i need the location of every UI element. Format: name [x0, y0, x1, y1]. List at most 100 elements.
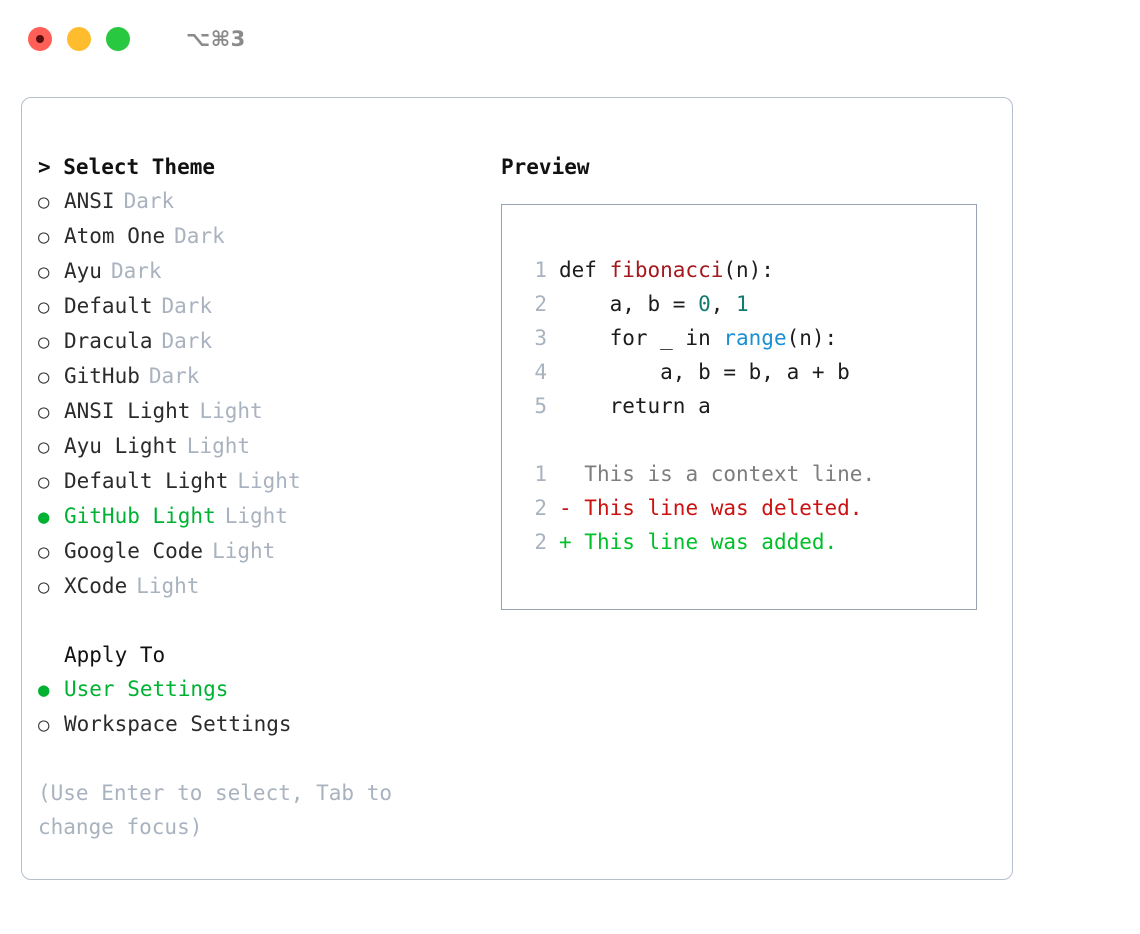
theme-variant-tag: Light	[212, 539, 276, 563]
code-token: range	[723, 326, 787, 350]
radio-unselected-icon: ○	[38, 401, 50, 423]
radio-unselected-icon: ○	[38, 576, 50, 598]
radio-unselected-icon: ○	[38, 226, 50, 248]
theme-variant-tag: Light	[237, 469, 301, 493]
theme-option-label: Google Code	[64, 539, 204, 563]
theme-variant-tag: Light	[199, 399, 263, 423]
theme-option-label: Default Light	[64, 469, 229, 493]
keyboard-shortcut-label: ⌥⌘3	[186, 27, 246, 51]
select-theme-heading: > Select Theme	[38, 155, 216, 179]
theme-option-label: Dracula	[64, 329, 153, 353]
diff-line-text: This line was deleted.	[584, 496, 863, 520]
theme-option-label: GitHub Light	[64, 504, 216, 528]
code-token: (n):	[786, 326, 838, 350]
theme-option-label: Default	[64, 294, 153, 318]
diff-line-context: 1 This is a context line.	[519, 457, 976, 491]
preview-heading: Preview	[501, 155, 590, 179]
apply-to-option-user-settings[interactable]: ● User Settings	[38, 672, 508, 707]
code-line-number: 2	[534, 292, 547, 316]
diff-line-number: 1	[534, 462, 547, 486]
code-line: 4 a, b = b, a + b	[519, 355, 976, 389]
theme-option-label: GitHub	[64, 364, 140, 388]
radio-unselected-icon: ○	[38, 436, 50, 458]
code-line: 3 for _ in range(n):	[519, 321, 976, 355]
theme-option-ayu[interactable]: ○ Ayu Dark	[38, 254, 508, 289]
minimize-button[interactable]	[67, 27, 91, 51]
code-token: a, b = b, a + b	[559, 360, 850, 384]
apply-to-option-label: Workspace Settings	[64, 712, 292, 736]
radio-unselected-icon: ○	[38, 471, 50, 493]
radio-unselected-icon: ○	[38, 714, 50, 736]
code-token: a, b =	[559, 292, 699, 316]
code-line-number: 1	[534, 258, 547, 282]
apply-to-option-list: ● User Settings ○ Workspace Settings	[38, 672, 508, 742]
code-diff-spacer	[519, 423, 976, 457]
theme-variant-tag: Dark	[161, 329, 213, 353]
radio-unselected-icon: ○	[38, 261, 50, 283]
theme-option-default-light[interactable]: ○ Default Light Light	[38, 464, 508, 499]
code-token: 0	[698, 292, 711, 316]
code-line-number: 4	[534, 360, 547, 384]
theme-option-label: Ayu	[64, 259, 102, 283]
theme-option-label: Atom One	[64, 224, 166, 248]
diff-line-deleted: 2- This line was deleted.	[519, 491, 976, 525]
code-line: 1 def fibonacci(n):	[519, 253, 976, 287]
radio-unselected-icon: ○	[38, 331, 50, 353]
diff-line-number: 2	[534, 530, 547, 554]
theme-option-label: Ayu Light	[64, 434, 178, 458]
apply-to-option-label: User Settings	[64, 677, 229, 701]
theme-option-label: ANSI Light	[64, 399, 191, 423]
diff-line-added: 2+ This line was added.	[519, 525, 976, 559]
radio-selected-icon: ●	[38, 679, 50, 701]
theme-option-dracula[interactable]: ○ Dracula Dark	[38, 324, 508, 359]
apply-to-heading: Apply To	[64, 643, 166, 667]
code-line-number: 5	[534, 394, 547, 418]
code-token: (n):	[723, 258, 774, 282]
diff-line-number: 2	[534, 496, 547, 520]
radio-selected-icon: ●	[38, 506, 50, 528]
diff-line-text: This is a context line.	[584, 462, 876, 486]
apply-to-option-workspace-settings[interactable]: ○ Workspace Settings	[38, 707, 508, 742]
theme-variant-tag: Dark	[110, 259, 162, 283]
title-bar: ⌥⌘3	[0, 0, 1140, 78]
theme-variant-tag: Light	[224, 504, 288, 528]
theme-option-github-light[interactable]: ● GitHub Light Light	[38, 499, 508, 534]
theme-option-github[interactable]: ○ GitHub Dark	[38, 359, 508, 394]
diff-marker: -	[559, 496, 585, 520]
code-token: def	[559, 258, 610, 282]
code-line: 5 return a	[519, 389, 976, 423]
code-token: return a	[559, 394, 711, 418]
theme-variant-tag: Light	[136, 574, 200, 598]
radio-unselected-icon: ○	[38, 191, 50, 213]
radio-unselected-icon: ○	[38, 366, 50, 388]
theme-option-ansi-light[interactable]: ○ ANSI Light Light	[38, 394, 508, 429]
code-token: for _ in	[559, 326, 724, 350]
code-token: 1	[736, 292, 749, 316]
maximize-button[interactable]	[106, 27, 130, 51]
theme-variant-tag: Light	[186, 434, 251, 458]
apply-to-section: Apply To ● User Settings ○ Workspace Settin…	[38, 638, 508, 742]
theme-variant-tag: Dark	[123, 189, 175, 213]
diff-sample: 1 This is a context line.2- This line wa…	[519, 457, 976, 559]
theme-option-atom-one[interactable]: ○ Atom One Dark	[38, 219, 508, 254]
diff-marker	[559, 457, 584, 491]
code-token: fibonacci	[609, 258, 724, 282]
theme-option-ayu-light[interactable]: ○ Ayu Light Light	[38, 429, 508, 464]
diff-marker: +	[559, 530, 585, 554]
close-button[interactable]	[28, 27, 52, 51]
code-line-number: 3	[534, 326, 547, 350]
theme-variant-tag: Dark	[148, 364, 200, 388]
theme-variant-tag: Dark	[174, 224, 225, 248]
radio-unselected-icon: ○	[38, 296, 50, 318]
